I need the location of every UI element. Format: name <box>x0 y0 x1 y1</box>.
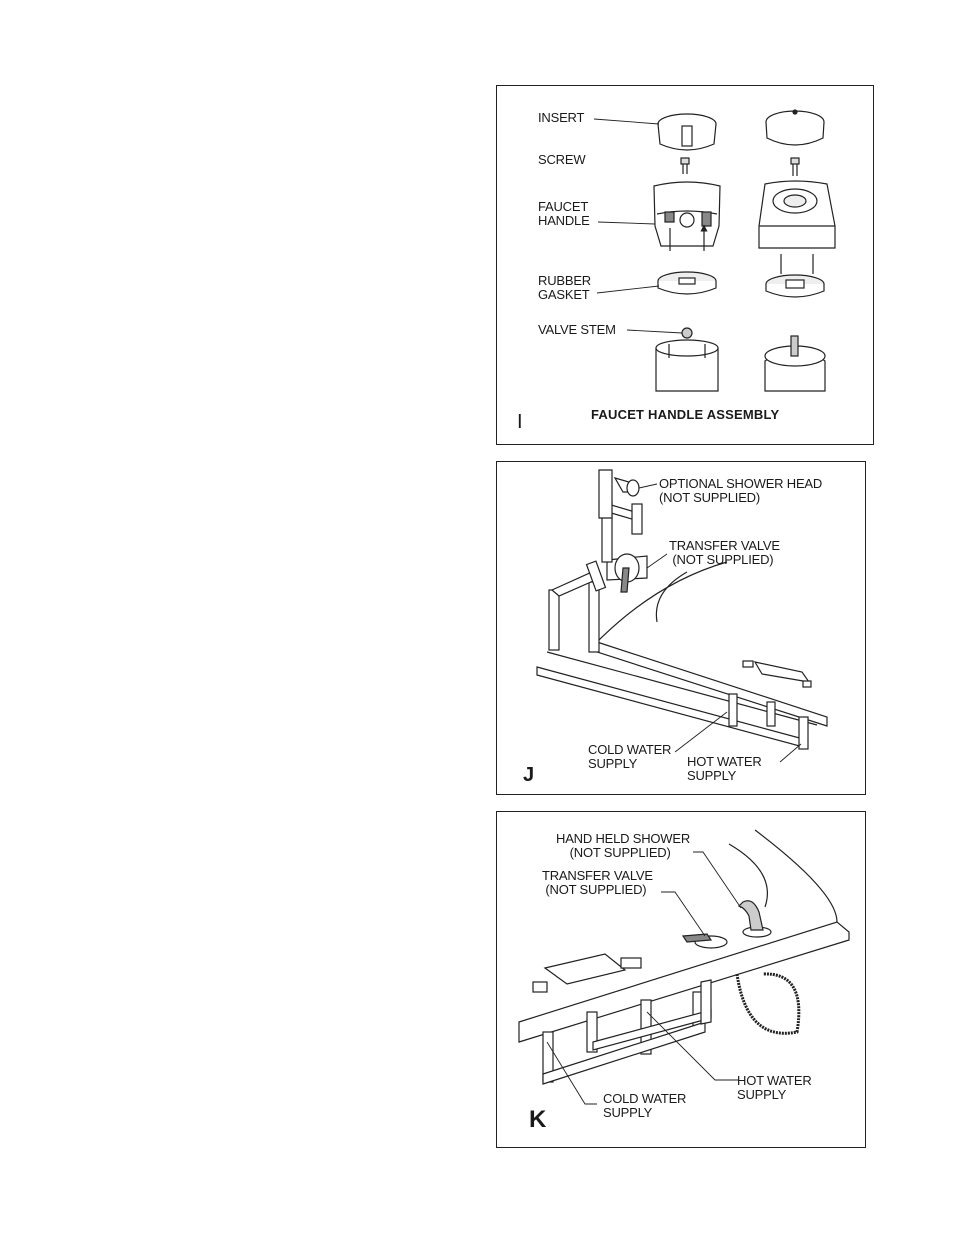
label-optional-shower-head: OPTIONAL SHOWER HEAD (NOT SUPPLIED) <box>659 476 823 505</box>
label-cold-water-supply-j: COLD WATER SUPPLY <box>588 742 672 771</box>
label-insert: INSERT <box>538 110 585 125</box>
faucet-handle-assembly-drawing <box>593 109 836 392</box>
figure-i-panel: INSERT SCREW FAUCET HANDLE RUBBER GASKET… <box>496 85 874 445</box>
tub-deck <box>596 641 828 727</box>
figure-k-panel: HAND HELD SHOWER (NOT SUPPLIED) TRANSFER… <box>496 811 866 1148</box>
tub-deck-k <box>518 921 850 1043</box>
hand-shower-plumbing-drawing <box>518 829 850 1105</box>
label-transfer-valve-j: TRANSFER VALVE (NOT SUPPLIED) <box>669 538 780 567</box>
figure-i-title: FAUCET HANDLE ASSEMBLY <box>591 407 780 422</box>
label-valve-stem: VALVE STEM <box>538 322 616 337</box>
label-hot-water-supply-j: HOT WATER SUPPLY <box>687 754 762 783</box>
shower-plumbing-drawing <box>536 469 828 763</box>
label-faucet-handle: FAUCET HANDLE <box>538 199 590 228</box>
label-transfer-valve-k: TRANSFER VALVE (NOT SUPPLIED) <box>542 868 653 897</box>
figure-j-letter: J <box>523 764 535 786</box>
figure-i-letter: I <box>517 411 523 433</box>
figure-j-panel: OPTIONAL SHOWER HEAD (NOT SUPPLIED) TRAN… <box>496 461 866 795</box>
spout <box>753 661 811 683</box>
valve-stem-left <box>681 327 693 339</box>
label-hand-held-shower: HAND HELD SHOWER (NOT SUPPLIED) <box>556 831 691 860</box>
figure-k-letter: K <box>529 1106 547 1133</box>
label-rubber-gasket: RUBBER GASKET <box>538 273 591 302</box>
screw-left <box>680 157 690 165</box>
label-hot-water-supply-k: HOT WATER SUPPLY <box>737 1073 812 1102</box>
label-cold-water-supply-k: COLD WATER SUPPLY <box>603 1091 687 1120</box>
spout-k <box>543 953 627 985</box>
screw-right <box>790 157 800 165</box>
label-screw: SCREW <box>538 152 586 167</box>
